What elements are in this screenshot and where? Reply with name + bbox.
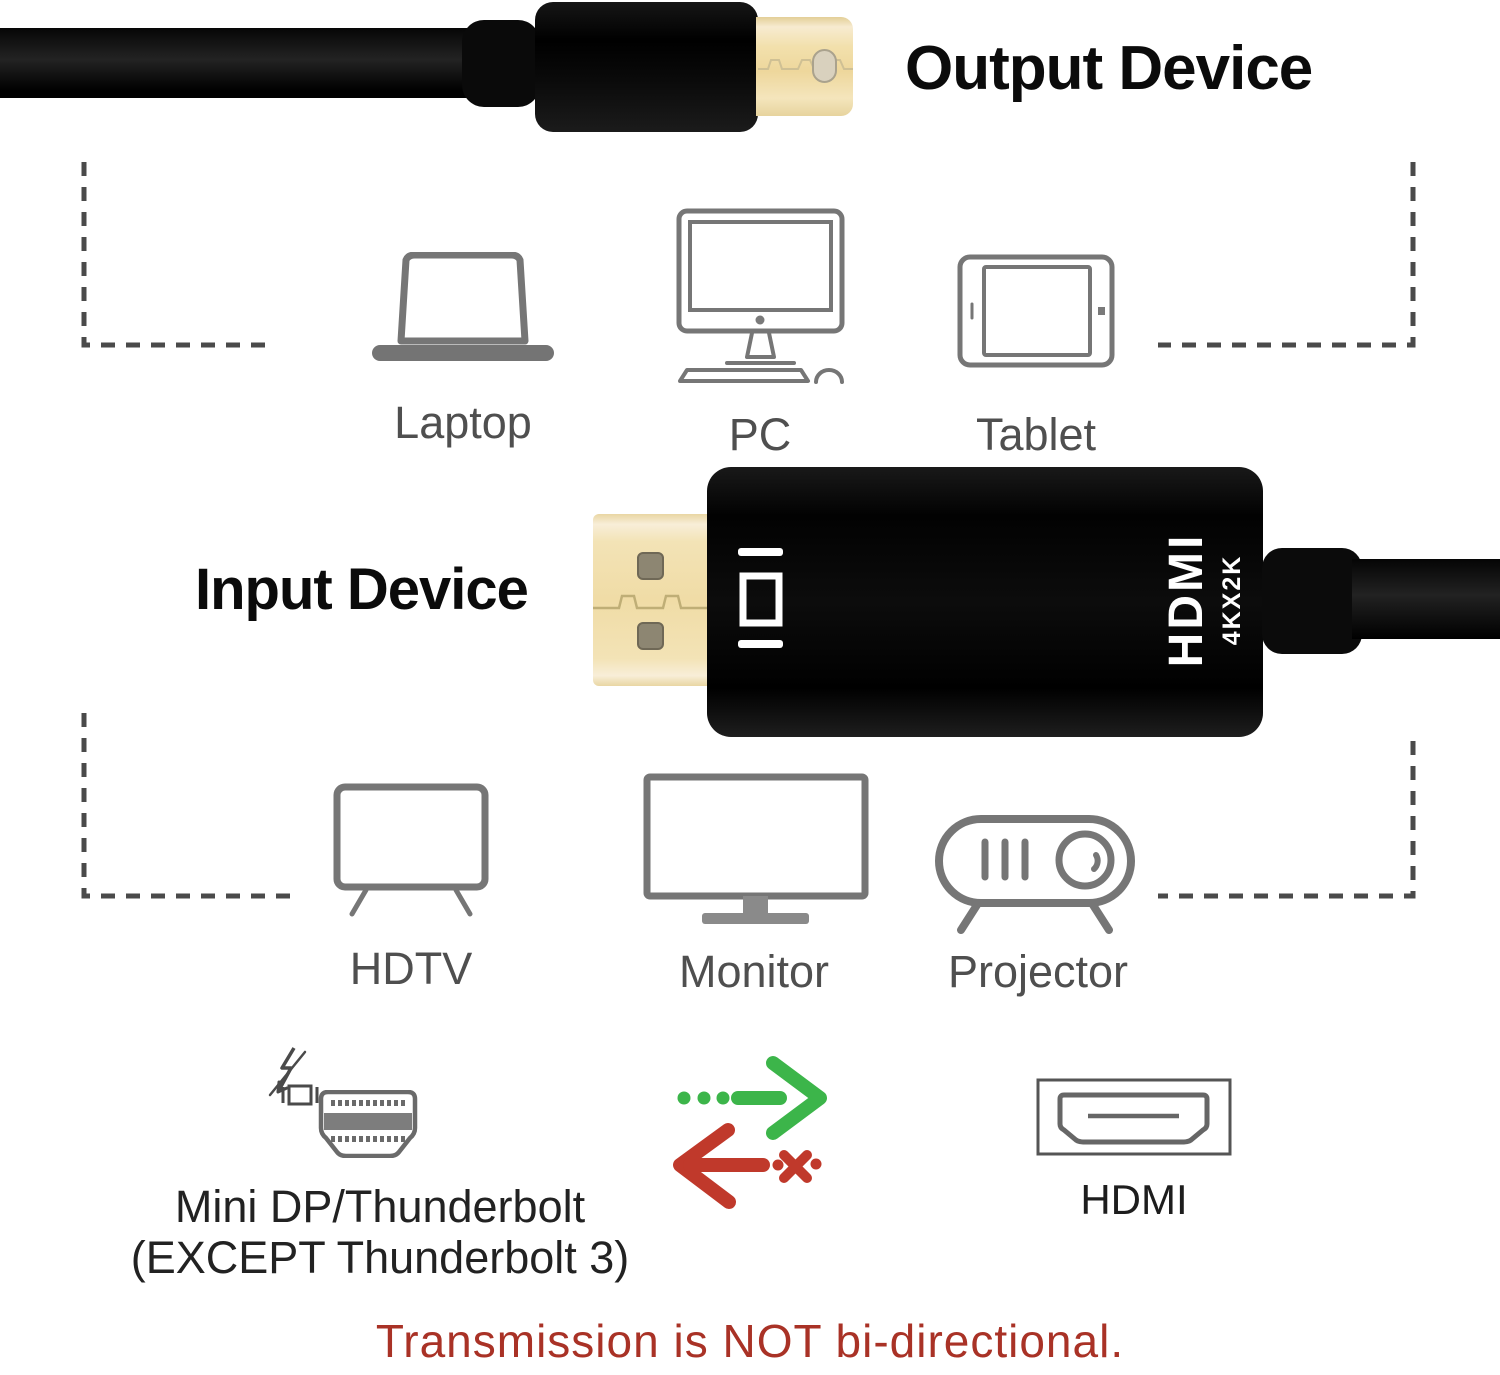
laptop-icon	[372, 252, 554, 361]
hdmi-port-icon	[1036, 1078, 1232, 1156]
hdmi-plug-pin-top	[637, 552, 664, 580]
display-port-glyph-icon	[738, 548, 783, 648]
thunderbolt-icon	[268, 1047, 319, 1106]
adapter-strain-relief	[1262, 548, 1362, 654]
hdmi-plug-pin-bottom	[637, 622, 664, 650]
x-mark-icon	[779, 1150, 812, 1183]
source-connector-line1: Mini DP/Thunderbolt	[174, 1181, 586, 1232]
minidp-tip-slot	[812, 49, 837, 83]
allowed-direction-arrow-icon	[677, 1056, 827, 1140]
minidp-pins-top	[331, 1100, 405, 1106]
source-connector-line2: (EXCEPT Thunderbolt 3)	[130, 1232, 630, 1283]
monitor-label: Monitor	[678, 946, 830, 997]
adapter-4k-print: 4KX2K	[1218, 554, 1246, 646]
hdmi-plug-gold	[593, 514, 713, 686]
minidp-strain-relief	[462, 20, 540, 107]
minidp-tip-seam	[758, 59, 853, 70]
projector-icon	[935, 815, 1135, 934]
monitor-icon	[643, 773, 869, 924]
pc-label: PC	[728, 409, 792, 460]
bracket-top-right	[1158, 162, 1416, 348]
adapter-hdmi-print: HDMI	[1160, 532, 1213, 668]
minidp-cable	[0, 28, 474, 98]
minidp-port-icon	[318, 1090, 418, 1158]
pc-icon	[676, 208, 845, 384]
minidp-pins-bottom	[331, 1136, 405, 1142]
warning-text: Transmission is NOT bi-directional.	[375, 1315, 1125, 1367]
blocked-direction-arrow-icon	[673, 1123, 822, 1209]
laptop-label: Laptop	[394, 397, 532, 448]
bracket-top-left	[81, 162, 270, 348]
minidp-plug-body	[535, 2, 758, 132]
bracket-bottom-left	[81, 713, 300, 899]
hdmi-plug-seam	[593, 594, 713, 610]
hdmi-adapter-body	[707, 467, 1263, 737]
dest-connector-label: HDMI	[1080, 1176, 1188, 1223]
input-device-heading: Input Device	[195, 557, 529, 622]
adapter-cable	[1352, 559, 1500, 639]
bracket-bottom-right	[1158, 741, 1416, 899]
output-device-heading: Output Device	[905, 34, 1313, 103]
tablet-label: Tablet	[975, 409, 1097, 460]
source-connector-label: Mini DP/Thunderbolt (EXCEPT Thunderbolt …	[80, 1181, 680, 1283]
hdtv-icon	[333, 783, 489, 917]
tablet-icon	[957, 254, 1115, 368]
direction-arrows	[673, 1056, 827, 1209]
hdtv-label: HDTV	[349, 943, 473, 994]
projector-label: Projector	[947, 946, 1129, 997]
